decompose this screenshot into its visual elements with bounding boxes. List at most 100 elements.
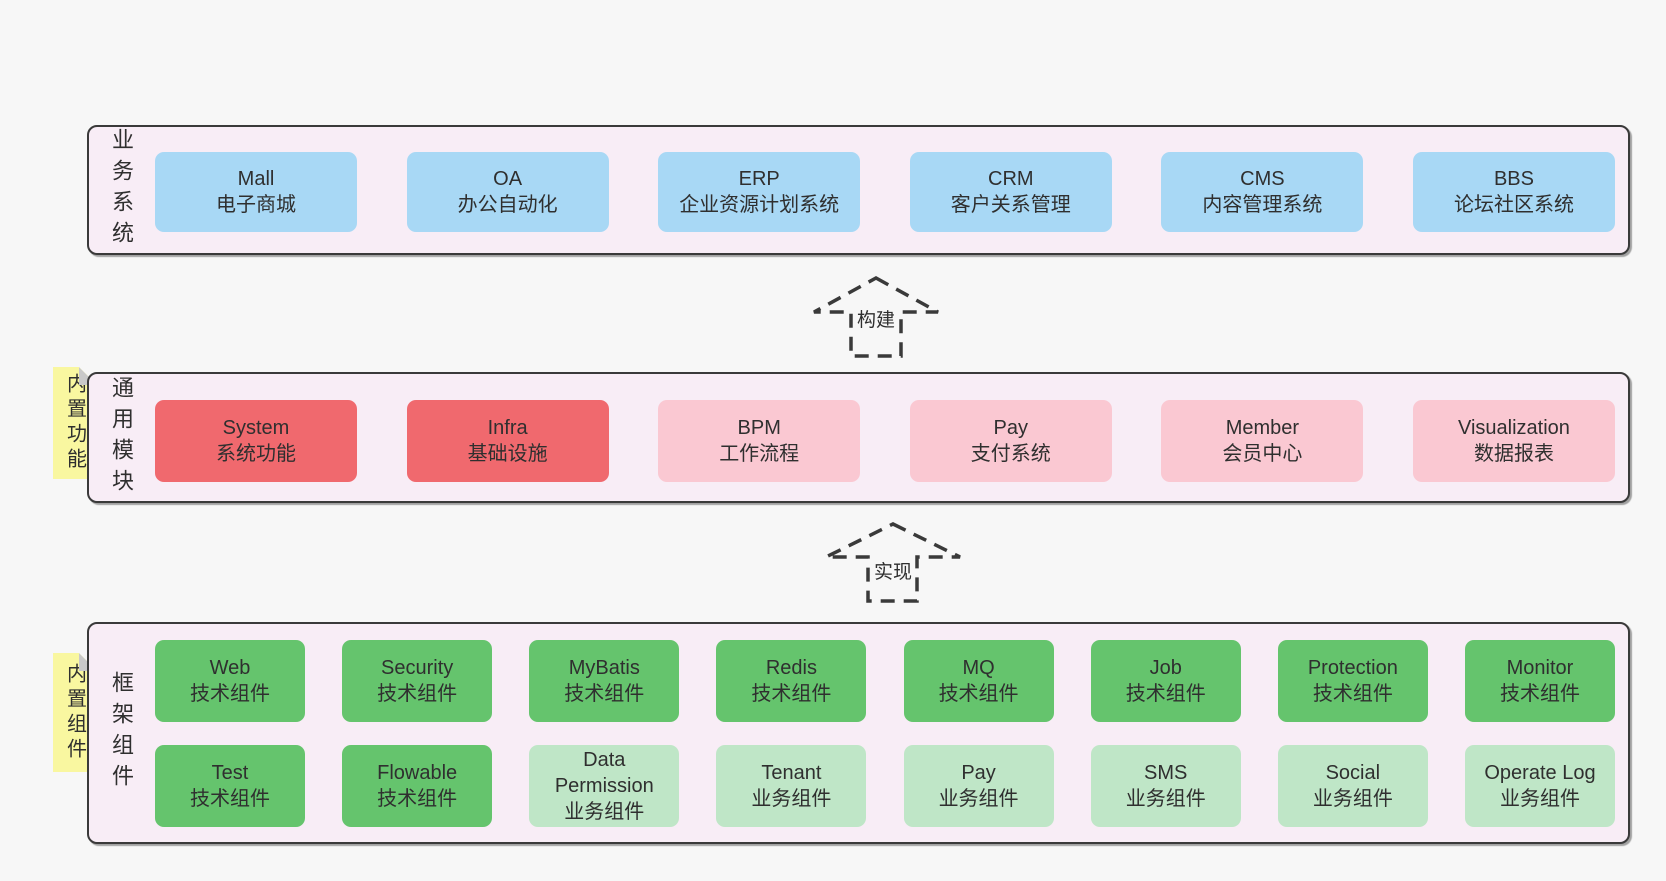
module-box-title: Data Permission — [554, 749, 654, 797]
module-box-subtitle: 电子商城 — [216, 194, 296, 216]
band-modules-label: 通用模块 — [89, 374, 153, 501]
module-box-visualization: Visualization 数据报表 — [1412, 400, 1615, 482]
module-box-erp: ERP 企业资源计划系统 — [658, 152, 861, 232]
module-box-job: Job 技术组件 — [1090, 640, 1241, 722]
arrow-build: 构建 — [811, 276, 941, 358]
module-box-title: Web — [209, 657, 251, 679]
module-box-security: Security 技术组件 — [342, 640, 493, 722]
module-box-subtitle: 业务组件 — [564, 801, 645, 823]
module-box-subtitle: 会员中心 — [1222, 443, 1303, 465]
module-box-subtitle: 技术组件 — [377, 788, 458, 810]
arrow-build-label: 构建 — [853, 305, 899, 332]
module-box-title: SMS — [1144, 762, 1188, 784]
module-box-subtitle: 技术组件 — [1125, 683, 1206, 705]
arrow-implement-label: 实现 — [870, 557, 916, 584]
up-arrow-outline — [825, 522, 961, 603]
module-box-subtitle: 业务组件 — [1125, 788, 1206, 810]
up-arrow-icon — [825, 522, 961, 603]
module-box-redis: Redis 技术组件 — [716, 640, 867, 722]
module-box-title: MQ — [962, 657, 995, 679]
module-box-subtitle: 技术组件 — [1499, 683, 1580, 705]
module-box-title: Protection — [1307, 657, 1398, 679]
up-arrow-outline — [813, 276, 939, 358]
module-box-subtitle: 内容管理系统 — [1202, 194, 1323, 216]
module-box-mq: MQ 技术组件 — [903, 640, 1054, 722]
module-box-subtitle: 技术组件 — [377, 683, 458, 705]
band-framework-label: 框架组件 — [89, 624, 153, 842]
module-box-title: Member — [1225, 417, 1300, 439]
module-box-subtitle: 工作流程 — [719, 443, 800, 465]
module-box-title: Infra — [487, 417, 528, 439]
module-box-subtitle: 技术组件 — [190, 683, 270, 705]
sticky-note-text: 内置组件 — [63, 662, 86, 763]
module-box-mall: Mall 电子商城 — [155, 152, 357, 232]
module-box-title: CRM — [988, 168, 1034, 190]
band-label-text: 通用模块 — [109, 375, 134, 500]
module-box-title: Operate Log — [1484, 762, 1596, 784]
module-box-title: Job — [1149, 657, 1182, 679]
module-box-title: MyBatis — [568, 657, 640, 679]
module-box-title: Mall — [237, 168, 275, 190]
module-box-title: CMS — [1240, 168, 1285, 190]
module-box-title: Social — [1325, 762, 1381, 784]
module-box-monitor: Monitor 技术组件 — [1464, 640, 1615, 722]
module-box-operate-log: Operate Log 业务组件 — [1464, 745, 1615, 827]
module-box-subtitle: 业务组件 — [938, 788, 1019, 810]
modules-box-row: System 系统功能 Infra 基础设施 BPM 工作流程 Pay 支付系统 Member 会… — [155, 400, 1615, 482]
module-box-infra: Infra 基础设施 — [406, 400, 609, 482]
module-box-subtitle: 办公自动化 — [457, 194, 558, 216]
module-box-subtitle: 技术组件 — [938, 683, 1019, 705]
module-box-title: OA — [493, 168, 523, 190]
module-box-title: BPM — [737, 417, 781, 439]
module-box-system: System 系统功能 — [155, 400, 357, 482]
module-box-title: Security — [381, 657, 454, 679]
module-box-subtitle: 业务组件 — [1499, 788, 1580, 810]
module-box-subtitle: 业务组件 — [751, 788, 832, 810]
module-box-title: System — [222, 417, 290, 439]
module-box-flowable: Flowable 技术组件 — [342, 745, 493, 827]
module-box-bpm: BPM 工作流程 — [658, 400, 861, 482]
module-box-pay: Pay 业务组件 — [903, 745, 1054, 827]
module-box-subtitle: 企业资源计划系统 — [679, 194, 840, 216]
module-box-title: ERP — [738, 168, 780, 190]
module-box-subtitle: 系统功能 — [216, 443, 296, 465]
module-box-data-permission: Data Permission 业务组件 — [529, 745, 680, 827]
module-box-title: Pay — [961, 762, 996, 784]
band-business-systems: 业务系统 Mall 电子商城 OA 办公自动化 ERP 企业资源计划系统 CRM 客户关系管理… — [87, 125, 1630, 255]
module-box-title: Test — [211, 762, 249, 784]
arrow-implement: 实现 — [823, 522, 963, 603]
band-label-text: 业务系统 — [109, 128, 134, 252]
module-box-sms: SMS 业务组件 — [1090, 745, 1241, 827]
module-box-subtitle: 技术组件 — [564, 683, 645, 705]
band-label-text: 框架组件 — [109, 671, 134, 795]
module-box-title: Tenant — [761, 762, 822, 784]
sticky-note-text: 内置功能 — [63, 373, 86, 473]
module-box-oa: OA 办公自动化 — [406, 152, 609, 232]
module-box-subtitle: 技术组件 — [751, 683, 832, 705]
module-box-subtitle: 数据报表 — [1473, 443, 1554, 465]
module-box-subtitle: 技术组件 — [190, 788, 270, 810]
module-box-title: Visualization — [1458, 417, 1570, 439]
band-business-label: 业务系统 — [89, 127, 153, 253]
module-box-cms: CMS 内容管理系统 — [1161, 152, 1364, 232]
band-common-modules: 通用模块 System 系统功能 Infra 基础设施 BPM 工作流程 Pay 支付系统 Me… — [87, 372, 1630, 503]
module-box-subtitle: 论坛社区系统 — [1453, 194, 1574, 216]
module-box-title: Redis — [765, 657, 817, 679]
business-box-row: Mall 电子商城 OA 办公自动化 ERP 企业资源计划系统 CRM 客户关系管理 CMS 内容… — [155, 152, 1615, 232]
module-box-title: Flowable — [377, 762, 458, 784]
module-box-tenant: Tenant 业务组件 — [716, 745, 867, 827]
module-box-title: Pay — [993, 417, 1029, 439]
module-box-subtitle: 客户关系管理 — [950, 194, 1071, 216]
module-box-mybatis: MyBatis 技术组件 — [529, 640, 680, 722]
module-box-title: Monitor — [1506, 657, 1574, 679]
module-box-subtitle: 支付系统 — [970, 443, 1051, 465]
module-box-web: Web 技术组件 — [155, 640, 305, 722]
module-box-subtitle: 基础设施 — [467, 443, 548, 465]
module-box-crm: CRM 客户关系管理 — [909, 152, 1112, 232]
